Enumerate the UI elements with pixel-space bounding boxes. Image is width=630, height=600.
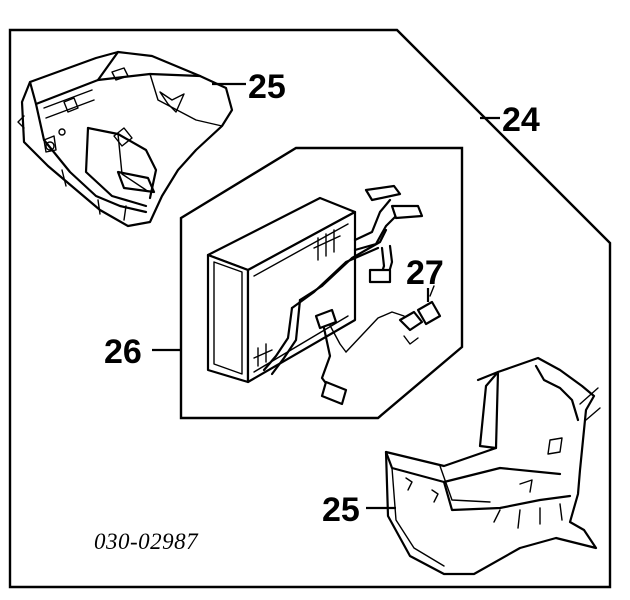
upper-heater-case <box>17 50 234 228</box>
callout-sensor: 27 <box>406 254 444 292</box>
callout-assembly: 24 <box>502 101 540 139</box>
callout-upper-case: 25 <box>248 68 286 106</box>
thermo-sensor <box>398 285 442 345</box>
callout-evaporator: 26 <box>104 333 142 371</box>
figure-part-number: 030-02987 <box>94 529 199 554</box>
lower-heater-case <box>384 356 601 576</box>
callout-lower-case: 25 <box>322 491 360 529</box>
evaporator-core <box>206 184 424 406</box>
assembly-frame <box>8 28 612 589</box>
evaporator-frame <box>179 146 464 420</box>
